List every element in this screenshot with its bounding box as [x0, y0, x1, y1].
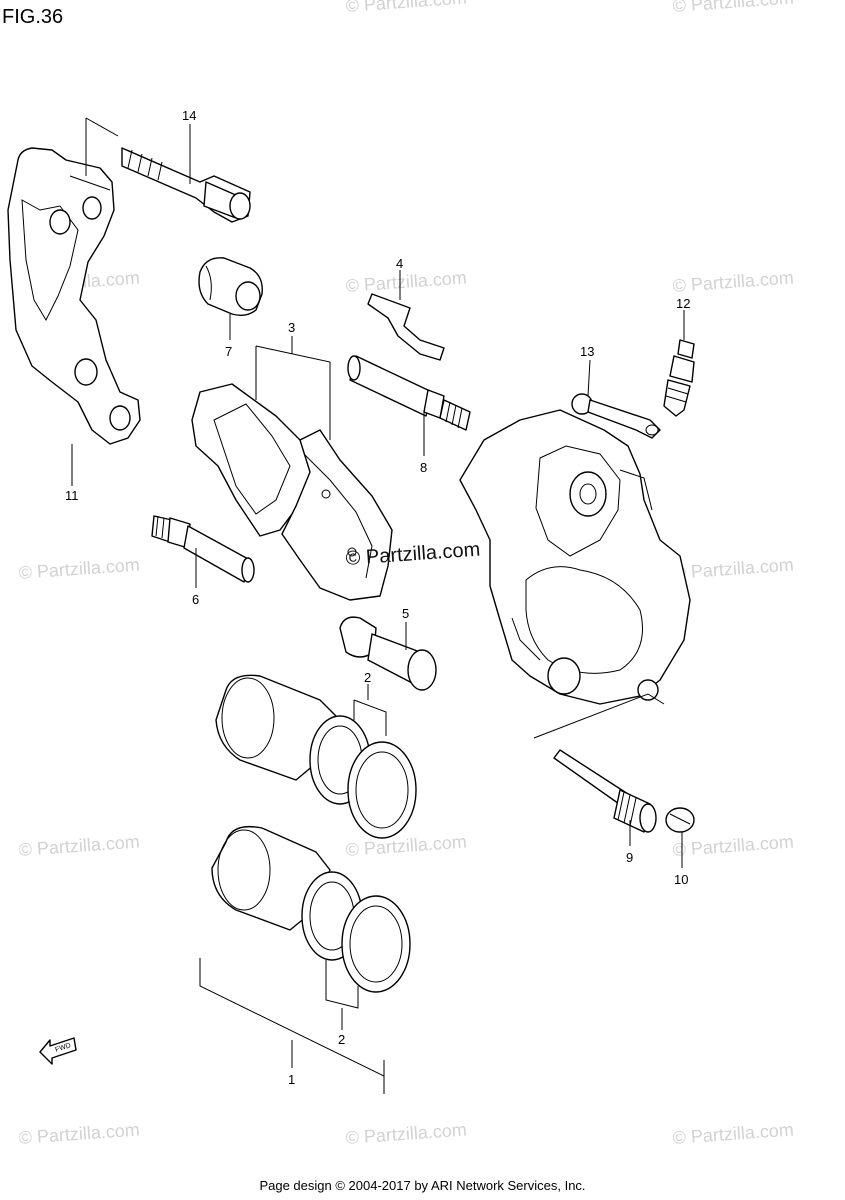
callout-10: 10	[674, 872, 688, 887]
part-9-pin-bolt[interactable]	[553, 749, 657, 833]
callout-2-upper: 2	[364, 670, 371, 685]
callout-12: 12	[676, 296, 690, 311]
callout-14: 14	[182, 108, 196, 123]
part-5-pin-bolt[interactable]	[339, 616, 437, 691]
piston-lower[interactable]	[211, 825, 411, 1009]
callout-13: 13	[580, 344, 594, 359]
figure-title: FIG.36	[2, 6, 64, 28]
part-8-pin[interactable]	[347, 355, 471, 431]
leader-lines	[71, 124, 685, 1068]
part-4-pad-spring[interactable]	[367, 293, 445, 361]
caliper-body[interactable]	[459, 409, 691, 739]
callout-4: 4	[396, 256, 403, 271]
callout-9: 9	[626, 850, 633, 865]
footer-credit: Page design © 2004-2017 by ARI Network S…	[259, 1178, 586, 1193]
fwd-arrow-icon: FWD	[39, 1037, 77, 1065]
callout-11: 11	[65, 488, 79, 503]
callout-8: 8	[420, 460, 427, 475]
fwd-label: FWD	[54, 1042, 71, 1054]
callout-1: 1	[288, 1072, 295, 1087]
callout-6: 6	[192, 592, 199, 607]
part-13-bleeder-cap[interactable]	[571, 393, 661, 439]
callout-3: 3	[288, 320, 295, 335]
part-12-bleeder[interactable]	[663, 339, 695, 417]
part-7-boot[interactable]	[198, 257, 263, 317]
part-10-cap[interactable]	[665, 807, 695, 833]
part-11-bracket[interactable]	[7, 117, 141, 445]
piston-upper[interactable]	[215, 674, 417, 839]
callout-labels: 14 11 7 3 4 8 12 13 6 5 2 9 10 2 1	[65, 108, 690, 1087]
set-1-bracket-line	[199, 958, 385, 1094]
part-14-bolt[interactable]	[121, 147, 251, 223]
part-3-brake-pads[interactable]	[191, 345, 393, 601]
callout-2-lower: 2	[338, 1032, 345, 1047]
callout-7: 7	[225, 344, 232, 359]
callout-5: 5	[402, 606, 409, 621]
part-6-pin[interactable]	[151, 515, 255, 583]
